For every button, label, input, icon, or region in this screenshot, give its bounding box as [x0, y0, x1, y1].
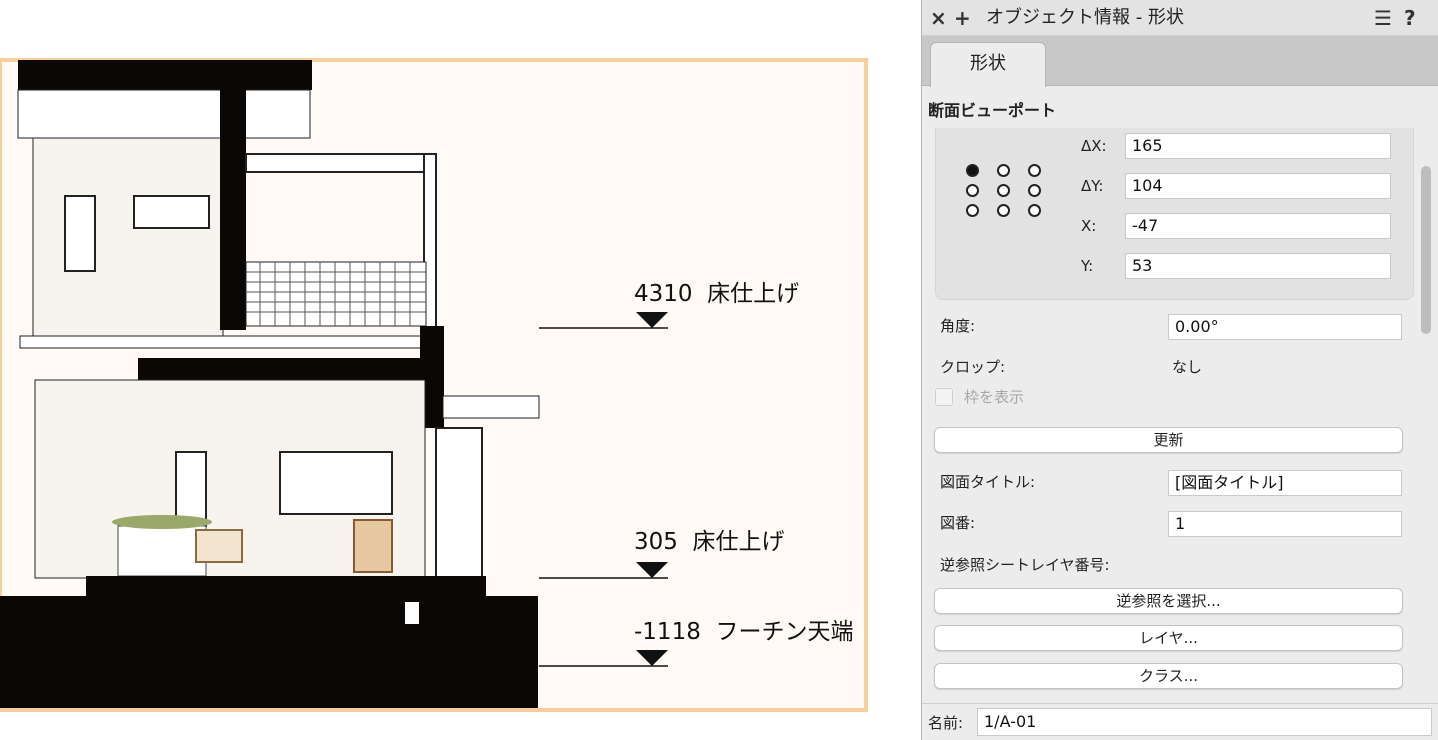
foundation-opening	[405, 602, 419, 624]
anchor-bottom-right[interactable]	[1028, 204, 1041, 217]
roof-slab	[18, 60, 312, 90]
crop-value: なし	[1172, 358, 1203, 376]
ground-slab	[86, 576, 486, 596]
porch-door	[435, 427, 483, 579]
dy-field[interactable]: 104	[1125, 173, 1391, 199]
foundation	[0, 596, 538, 708]
level-name-2: 床仕上げ	[692, 529, 785, 555]
lower-window-tall	[175, 451, 207, 527]
central-column	[220, 88, 246, 330]
railing-mesh	[246, 262, 426, 326]
x-field[interactable]: -47	[1125, 213, 1391, 239]
anchor-middle-right[interactable]	[1028, 184, 1041, 197]
section-viewport-drawing[interactable]: 4310 床仕上げ 305 床仕上げ -1118 フーチン天端	[0, 0, 920, 740]
y-field[interactable]: 53	[1125, 253, 1391, 279]
angle-label: 角度:	[940, 317, 976, 335]
level-marker-3	[636, 650, 668, 666]
lower-window-wide	[279, 451, 393, 515]
scrollbar-thumb[interactable]	[1421, 166, 1431, 334]
drawing-title-label: 図面タイトル:	[940, 473, 1036, 491]
anchor-bottom-left[interactable]	[966, 204, 979, 217]
palette-title: オブジェクト情報 - 形状	[986, 7, 1184, 28]
level-elevation-1: 4310	[634, 281, 693, 307]
object-info-palette: × + オブジェクト情報 - 形状 ☰ ? 形状 断面ビューポート ΔX	[921, 0, 1438, 740]
level-label-2: 305 床仕上げ	[634, 522, 785, 556]
upper-window-tall	[64, 195, 96, 272]
add-icon[interactable]: +	[954, 6, 971, 30]
anchor-top-left[interactable]	[966, 164, 979, 177]
planter-greens	[112, 515, 212, 529]
dx-field[interactable]: 165	[1125, 133, 1391, 159]
upper-window-wide	[133, 195, 210, 229]
menu-icon[interactable]: ☰	[1374, 6, 1392, 30]
name-label: 名前:	[928, 714, 964, 732]
upper-wall	[32, 137, 224, 341]
planter	[117, 525, 207, 577]
anchor-middle-left[interactable]	[966, 184, 979, 197]
palette-titlebar: × + オブジェクト情報 - 形状 ☰ ?	[922, 0, 1438, 36]
level-marker-1	[636, 312, 668, 328]
floor-slab	[138, 358, 443, 382]
y-label: Y:	[1081, 257, 1094, 275]
anchor-top-right[interactable]	[1028, 164, 1041, 177]
level-name-1: 床仕上げ	[707, 281, 800, 307]
drawing-title-field[interactable]: [図面タイトル]	[1168, 470, 1402, 496]
select-reverse-ref-button[interactable]: 逆参照を選択...	[934, 588, 1403, 614]
name-bar: 名前: 1/A-01	[922, 703, 1438, 740]
section-title: 断面ビューポート	[928, 101, 1057, 120]
class-button[interactable]: クラス...	[934, 663, 1403, 689]
tab-shape[interactable]: 形状	[930, 42, 1046, 87]
dy-label: ΔY:	[1081, 177, 1104, 195]
x-label: X:	[1081, 217, 1097, 235]
vertical-scrollbar[interactable]	[1419, 128, 1433, 700]
name-field[interactable]: 1/A-01	[977, 708, 1432, 736]
anchor-top-center[interactable]	[997, 164, 1010, 177]
anchor-center[interactable]	[997, 184, 1010, 197]
drawing-number-field[interactable]: 1	[1168, 511, 1402, 537]
angle-field[interactable]: 0.00°	[1168, 314, 1402, 340]
coordinate-box: ΔX: 165 ΔY: 104 X: -47 Y: 53	[935, 128, 1414, 300]
close-icon[interactable]: ×	[930, 6, 947, 30]
porch-canopy	[442, 395, 540, 419]
floor-joist-band	[19, 335, 431, 349]
roof-parapet	[17, 89, 311, 139]
armchair	[195, 529, 243, 563]
level-name-3: フーチン天端	[715, 619, 854, 645]
layer-button[interactable]: レイヤ...	[934, 625, 1403, 651]
update-button[interactable]: 更新	[934, 427, 1403, 453]
dx-label: ΔX:	[1081, 137, 1107, 155]
balcony-railing	[245, 261, 427, 327]
anchor-bottom-center[interactable]	[997, 204, 1010, 217]
show-frame-checkbox[interactable]	[935, 388, 953, 406]
reverse-ref-label: 逆参照シートレイヤ番号:	[940, 556, 1110, 574]
balcony-beam	[245, 153, 435, 173]
crop-label: クロップ:	[940, 358, 1006, 376]
palette-scroll-area: ΔX: 165 ΔY: 104 X: -47 Y: 53 角度: 0.00° ク…	[922, 128, 1438, 700]
level-marker-2	[636, 562, 668, 578]
building-section-svg	[0, 58, 868, 712]
show-frame-label: 枠を表示	[964, 388, 1025, 406]
drawing-number-label: 図番:	[940, 514, 976, 532]
help-icon[interactable]: ?	[1404, 6, 1416, 30]
lounge-chair	[353, 519, 393, 573]
level-label-3: -1118 フーチン天端	[634, 612, 853, 646]
level-elevation-3: -1118	[634, 619, 701, 645]
level-elevation-2: 305	[634, 529, 678, 555]
palette-tabbar: 形状	[922, 36, 1438, 87]
level-label-1: 4310 床仕上げ	[634, 274, 799, 308]
